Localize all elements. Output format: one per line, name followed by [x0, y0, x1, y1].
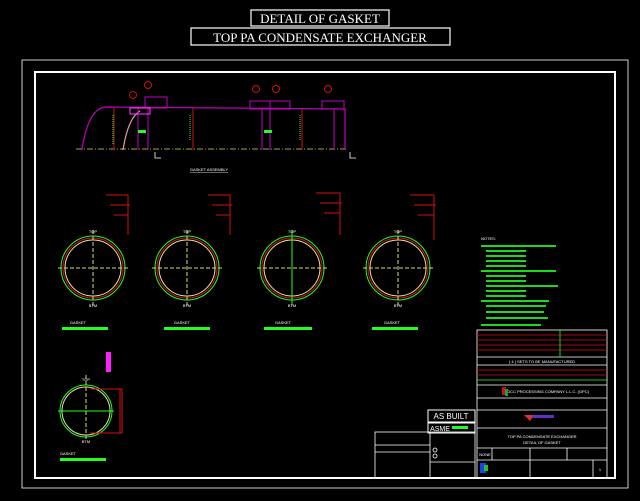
gasket-section-4	[363, 194, 436, 306]
company-logo	[480, 387, 554, 473]
title-block-line-1: TOP PA CONDENSATE EXCHANGER	[507, 434, 576, 439]
sheet-number: 1	[599, 467, 602, 472]
gasket-section-2	[152, 194, 232, 306]
notes-block: NOTES:	[481, 236, 558, 326]
btm-label: BTM	[82, 439, 90, 444]
as-built-stamp: AS BUILT ASME	[427, 409, 476, 434]
company-name: GCC PROCESSING COMPANY L.L.C. (GPC)	[507, 389, 590, 394]
vessel-elevation	[76, 81, 356, 159]
drawing-title: DETAIL OF GASKET	[260, 11, 380, 26]
top-label: TOP	[394, 229, 402, 234]
sets-note: ( 4 ) SETS TO BE MANUFACTURED	[509, 359, 575, 364]
scale-notes	[60, 327, 418, 461]
gasket-section-3	[257, 192, 342, 306]
btm-label: BTM	[183, 303, 191, 308]
top-label: TOP	[82, 377, 90, 382]
btm-label: BTM	[288, 303, 296, 308]
gasket-label: GASKET	[384, 320, 401, 325]
outer-frame	[21, 59, 629, 489]
top-label: TOP	[183, 229, 191, 234]
gasket-label: GASKET	[70, 320, 87, 325]
gasket-label: GASKET	[60, 451, 77, 456]
gasket-section-1	[58, 194, 130, 306]
drawing-title-box: DETAIL OF GASKET TOP PA CONDENSATE EXCHA…	[190, 9, 451, 46]
gasket-section-5	[58, 352, 123, 440]
btm-label: BTM	[394, 303, 402, 308]
notes-heading: NOTES:	[481, 236, 496, 241]
drawing-subtitle: TOP PA CONDENSATE EXCHANGER	[213, 30, 427, 45]
assembly-label: GASKET ASSEMBLY	[190, 167, 229, 172]
approval-block	[374, 431, 476, 479]
inner-frame	[34, 71, 616, 479]
top-label: TOP	[288, 229, 296, 234]
asme-label: ASME	[430, 426, 450, 433]
title-block	[476, 329, 608, 479]
btm-label: BTM	[89, 303, 97, 308]
gasket-label: GASKET	[275, 320, 292, 325]
top-label: TOP	[89, 229, 97, 234]
scale-value: NONE	[479, 452, 491, 457]
gasket-label: GASKET	[174, 320, 191, 325]
as-built-label: AS BUILT	[434, 412, 469, 421]
title-block-line-2: DETAIL OF GASKET	[523, 440, 561, 445]
